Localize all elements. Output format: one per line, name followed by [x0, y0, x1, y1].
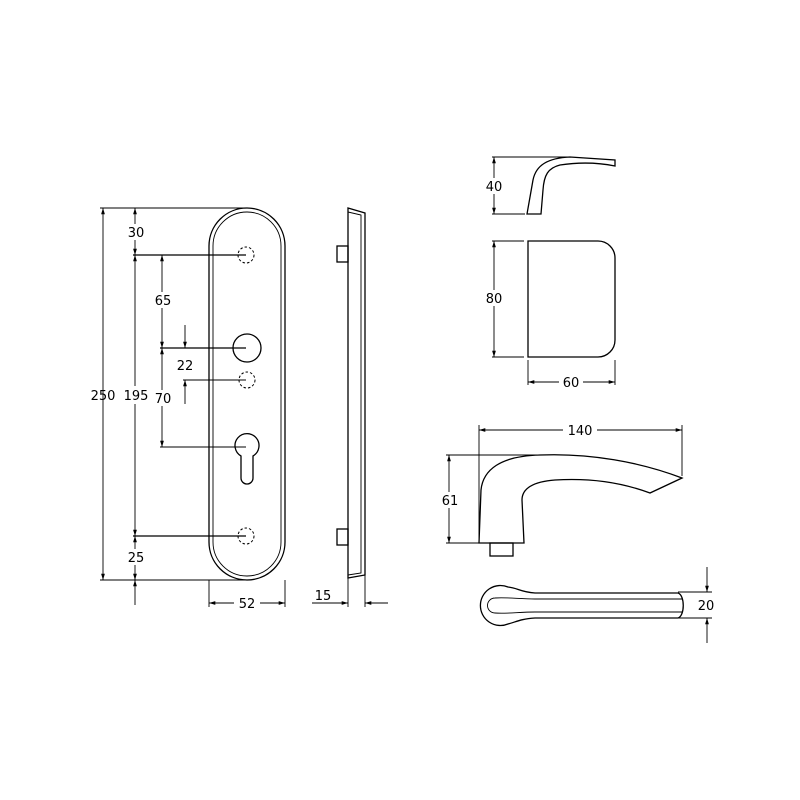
dim-key-offset: 70 [155, 392, 172, 407]
dim-overall-height: 250 [91, 389, 116, 404]
dim-handle-offset: 65 [155, 294, 172, 309]
rose-view: 80 60 [483, 240, 616, 391]
dim-lever-height: 61 [442, 494, 459, 509]
plate-inner-edge [212, 211, 282, 577]
dim-lever-width: 20 [698, 599, 715, 614]
dim-plate-width: 52 [239, 597, 256, 612]
lever-front-view: 140 61 [440, 422, 684, 557]
dim-hole-span: 195 [124, 389, 149, 404]
dim-rose-width: 60 [563, 376, 580, 391]
backplate-side-view: 15 [312, 207, 388, 607]
backplate-dimensions: 250 195 30 25 65 70 22 52 [91, 207, 286, 612]
backplate-front-view [208, 207, 286, 581]
dim-thickness: 15 [315, 589, 332, 604]
dim-handle-height: 40 [486, 180, 503, 195]
plate-outline [208, 207, 286, 581]
lever-top-view: 20 [479, 567, 715, 643]
dim-small-offset: 22 [177, 359, 194, 374]
dim-lever-length: 140 [568, 424, 593, 439]
keyhole [234, 432, 260, 485]
dim-bottom-offset: 25 [128, 551, 145, 566]
dim-rose-height: 80 [486, 292, 503, 307]
dim-top-offset: 30 [128, 226, 145, 241]
handle-side-profile: 40 [483, 156, 616, 215]
